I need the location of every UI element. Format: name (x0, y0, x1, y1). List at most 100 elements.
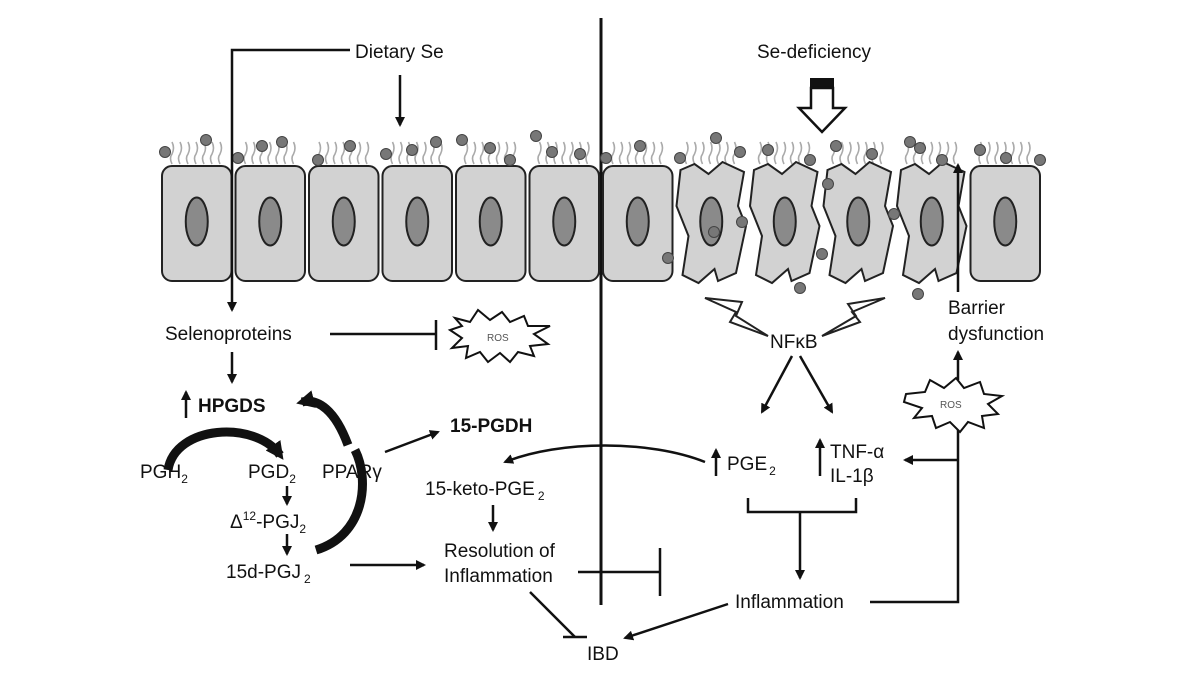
cell-nucleus (405, 196, 430, 247)
microvilli-layer (169, 141, 1031, 165)
dietary-se-to-selenoproteins-arrow (227, 48, 350, 312)
microvillus (789, 141, 795, 165)
ros-label-left: ROS (487, 333, 509, 344)
selenium-particle (734, 146, 746, 158)
epithelial-cell-layer (161, 160, 1041, 285)
inflammation-to-ibd-arrow (623, 602, 729, 641)
cell-nucleus (331, 196, 356, 247)
selenium-particle (344, 140, 356, 152)
il-1b-label: IL-1β (830, 466, 874, 487)
resolution-line1: Resolution of (444, 541, 556, 562)
d12-pgj2-label: Δ12-PGJ2 (230, 509, 306, 536)
tnf-alpha-label: TNF-α (830, 442, 884, 463)
microvillus (569, 141, 574, 165)
pge2-to-15keto-arrow (503, 444, 706, 464)
nfkb-to-tnf-arrow (798, 355, 834, 414)
cell-nucleus (699, 196, 724, 247)
microvillus (692, 141, 697, 165)
ppar-to-hpgds-arrow (296, 390, 353, 447)
ppar-to-15pgdh-arrow (384, 430, 440, 454)
microvillus (251, 141, 256, 165)
selenium-particle (804, 154, 816, 166)
microvillus (773, 141, 779, 165)
microvillus (847, 141, 852, 165)
selenium-particle (866, 148, 878, 160)
barrier-line1: Barrier (948, 298, 1006, 319)
selenium-particle (674, 152, 686, 164)
nfkb-label: NFκB (770, 332, 818, 353)
selenium-particle (406, 144, 418, 156)
selenium-particle (484, 142, 496, 154)
selenium-particle (936, 154, 948, 166)
cell-nucleus (919, 196, 944, 247)
microvillus (626, 141, 632, 165)
selenium-particle (312, 154, 324, 166)
cell-nucleus (184, 196, 209, 247)
microvillus (422, 141, 427, 165)
microvillus (193, 141, 199, 165)
microvillus (585, 141, 590, 165)
selenium-particle (600, 152, 612, 164)
selenium-particle (530, 130, 542, 142)
ros-label-right: ROS (940, 400, 962, 411)
microvillus (463, 141, 469, 165)
cell-nucleus (772, 196, 797, 247)
microvillus (291, 141, 296, 165)
selenium-particle (380, 148, 392, 160)
microvillus (217, 141, 223, 165)
microvillus (952, 141, 958, 165)
microvillus (185, 141, 191, 165)
selenium-particle (888, 208, 900, 220)
microvillus (797, 141, 803, 165)
selenium-particle (430, 136, 442, 148)
microvillus (855, 141, 860, 165)
microvillus (986, 141, 991, 165)
microvillus (177, 141, 183, 165)
selenium-particle (504, 154, 516, 166)
microvillus (537, 141, 542, 165)
selenium-particle (634, 140, 646, 152)
microvillus (708, 141, 713, 165)
selenium-particle (974, 144, 986, 156)
ppar-gamma-label: PPARγ (322, 462, 382, 483)
selenium-particle (1034, 154, 1046, 166)
microvillus (724, 141, 729, 165)
selenium-particle (256, 140, 268, 152)
microvillus (332, 141, 338, 165)
microvillus (209, 141, 215, 165)
lightning-bolt-right-icon (821, 297, 886, 337)
selenium-particle (736, 216, 748, 228)
cell-nucleus (625, 196, 650, 247)
microvillus (356, 141, 362, 165)
cell-nucleus (552, 196, 577, 247)
barrier-line2: dysfunction (948, 324, 1044, 345)
pgh2-to-pgd2-curved-arrow (163, 427, 284, 472)
microvillus (879, 141, 884, 165)
microvillus (610, 141, 616, 165)
microvillus (684, 141, 689, 165)
microvillus (716, 141, 721, 165)
microvillus (390, 141, 395, 165)
microvillus (364, 141, 370, 165)
microvillus (495, 141, 501, 165)
15-pgdh-label: 15-PGDH (450, 416, 532, 437)
ros-burst-left (447, 308, 551, 364)
selenium-particle (159, 146, 171, 158)
selenium-particle (822, 178, 834, 190)
microvillus (781, 141, 787, 165)
microvillus (757, 141, 763, 165)
inflammation-label: Inflammation (735, 592, 844, 613)
microvillus (1018, 141, 1023, 165)
selenium-particle (912, 288, 924, 300)
microvillus (700, 141, 705, 165)
selenium-particle (762, 144, 774, 156)
resolution-line2: Inflammation (444, 566, 553, 587)
microvillus (994, 141, 999, 165)
microvillus (267, 141, 272, 165)
lightning-bolt-left-icon (704, 297, 769, 337)
selenium-particle (914, 142, 926, 154)
microvillus (398, 141, 403, 165)
pgh2-label: PGH2 (140, 462, 188, 486)
